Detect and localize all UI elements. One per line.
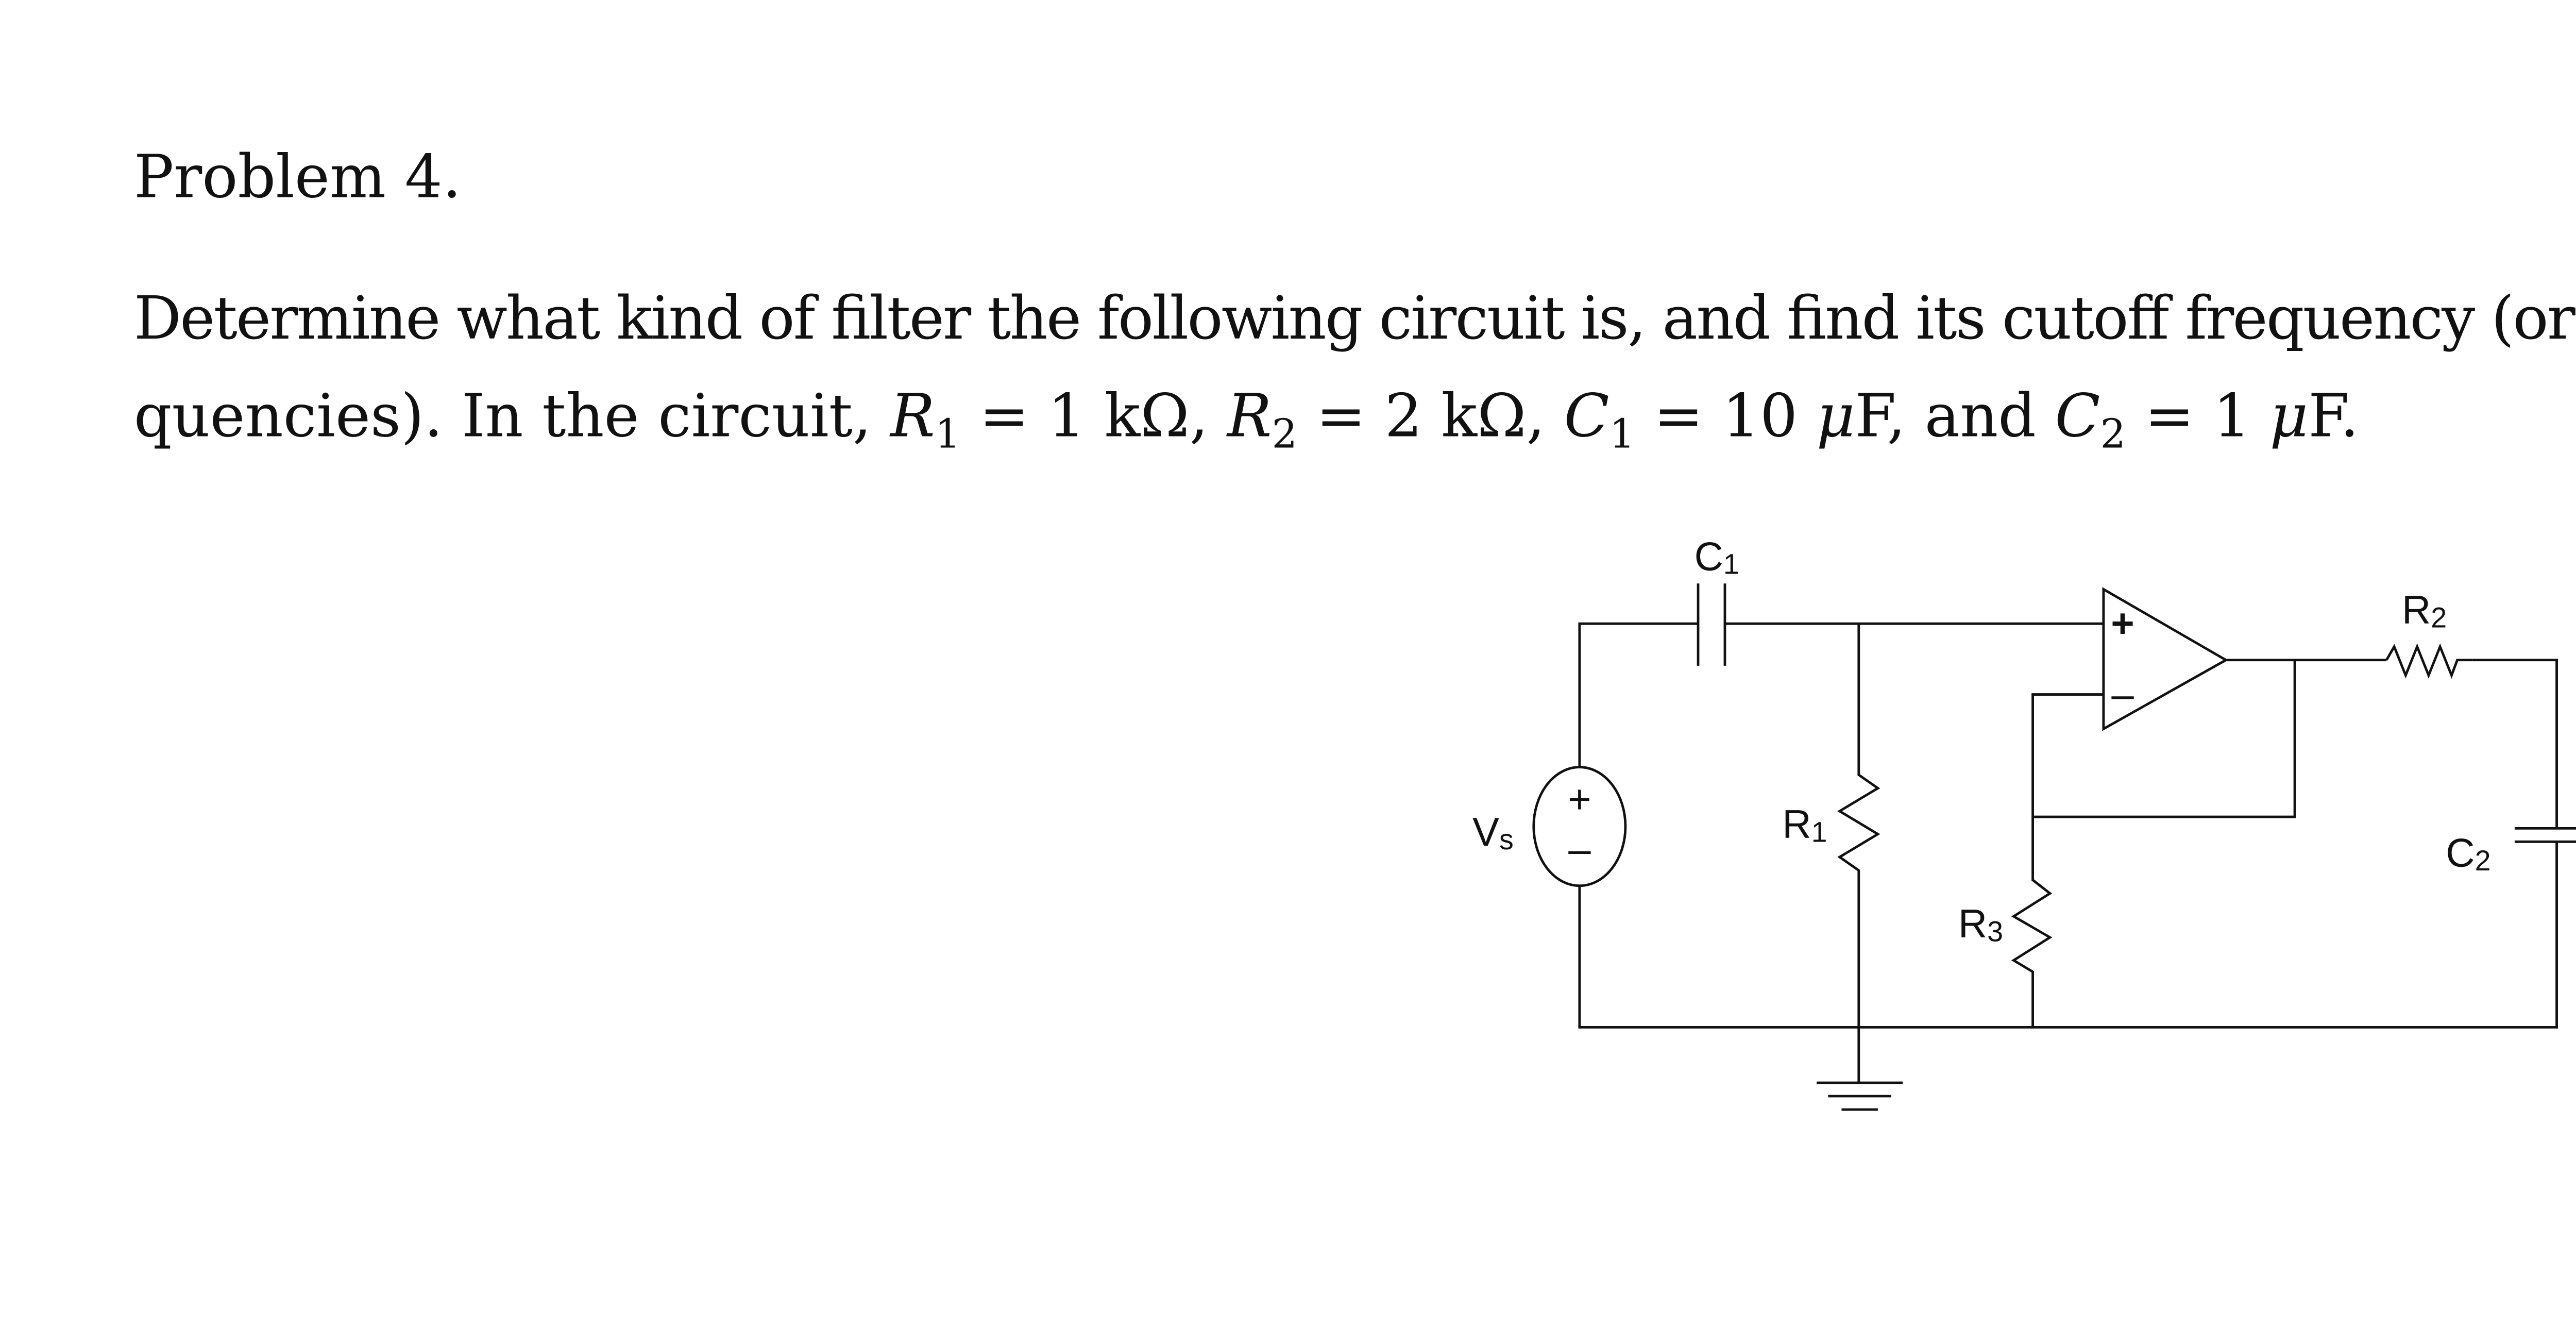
label-c1: C1: [1694, 533, 1739, 580]
c2-unit: F.: [2308, 381, 2359, 450]
c1-sub: 1: [1609, 411, 1635, 458]
mu-2: μ: [2269, 381, 2308, 450]
r2-val: = 2 kΩ,: [1297, 381, 1564, 450]
wire-feedback: [2031, 660, 2296, 818]
r2-sub: 2: [1272, 411, 1298, 458]
wire-c2-top: [2472, 659, 2558, 829]
resistor-r1: [1837, 624, 1880, 1083]
mu-1: μ: [1817, 381, 1855, 450]
problem-text-line-1: Determine what kind of filter the follow…: [134, 284, 2576, 353]
r1-sub: 1: [935, 411, 961, 458]
source-minus: –: [1568, 826, 1591, 871]
c1-var: C: [1564, 381, 1609, 450]
opamp-plus: +: [2111, 600, 2134, 646]
r2-var: R: [1226, 381, 1272, 450]
ground-symbol: [1817, 1081, 1903, 1111]
capacitor-c2: [2514, 827, 2576, 843]
source-plus: +: [1568, 777, 1591, 822]
label-r3: R3: [1958, 901, 2003, 947]
wire-top-left: [1578, 622, 1699, 767]
circuit-diagram: + – + – C1 Vs R1 R3 R2 C2 Vo –: [1472, 533, 2576, 1111]
c2-var: C: [2055, 381, 2100, 450]
problem-title: Problem 4.: [134, 142, 462, 211]
resistor-r2: [2385, 643, 2473, 679]
r1-var: R: [889, 381, 935, 450]
c2-val: = 1: [2126, 381, 2269, 450]
c1-unit: F, and: [1855, 381, 2055, 450]
resistor-r3: [2011, 817, 2053, 1028]
wire-vs-bottom: [1578, 842, 2558, 1029]
opamp-minus: –: [2111, 672, 2134, 717]
voltage-source-vs: [1532, 766, 1627, 887]
label-c2: C2: [2446, 830, 2490, 877]
c1-val: = 10: [1635, 381, 1817, 450]
opamp: [2102, 587, 2229, 731]
problem-text-line-2: quencies). In the circuit, R1 = 1 kΩ, R2…: [134, 381, 2359, 457]
label-r1: R1: [1782, 801, 1827, 848]
r1-val: = 1 kΩ,: [960, 381, 1227, 450]
label-vs: Vs: [1472, 809, 1514, 855]
c2-sub: 2: [2100, 411, 2126, 458]
intro: quencies). In the circuit,: [134, 381, 890, 450]
label-r2: R2: [2402, 587, 2447, 633]
capacitor-c1: [1697, 583, 1726, 666]
